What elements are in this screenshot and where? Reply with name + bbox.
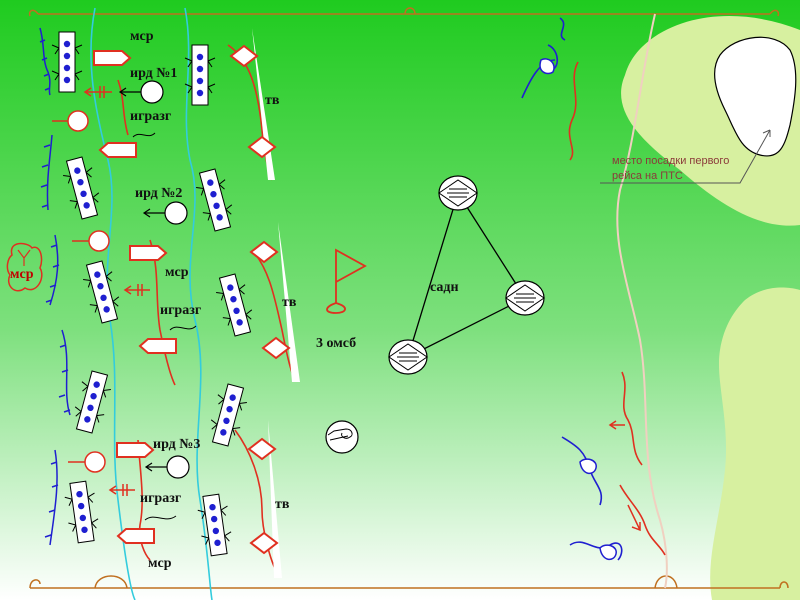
enemy-arrows-left — [83, 86, 150, 496]
tank-6 — [117, 528, 155, 544]
label-tv-1: тв — [265, 93, 280, 108]
enemy-cloud-mark — [17, 249, 31, 266]
island-bottom — [710, 287, 800, 600]
igrazg-mark-1 — [132, 132, 156, 138]
tank-3 — [129, 245, 167, 261]
note-line-1: место посадки первого — [612, 155, 729, 167]
label-msr-left: мср — [10, 267, 34, 282]
label-igrazg-1: игразг — [130, 109, 171, 124]
enemy-point-links — [52, 120, 89, 463]
tank-5 — [116, 442, 154, 458]
label-igrazg-2: игразг — [160, 303, 201, 318]
heli-triangle — [406, 191, 526, 359]
friendly-frontline — [39, 27, 71, 546]
helicopter-1 — [438, 175, 478, 211]
label-tv-2: тв — [282, 295, 297, 310]
label-msr-2: мср — [165, 265, 189, 280]
tank-4 — [139, 338, 177, 354]
flag-icon — [326, 248, 367, 314]
enemy-cloud — [6, 242, 43, 292]
border-right-dashed — [616, 13, 668, 589]
lake — [713, 36, 797, 157]
border-top-ticks — [28, 7, 780, 17]
label-ird2: ирд №2 — [135, 186, 182, 201]
label-msr-1: мср — [130, 29, 154, 44]
omsb-symbol — [325, 420, 359, 454]
border-bottom-ticks — [29, 575, 789, 589]
igrazg-mark-3 — [144, 515, 177, 521]
label-tv-3: тв — [275, 497, 290, 512]
label-igrazg-3: игразг — [140, 491, 181, 506]
label-ird3: ирд №3 — [153, 437, 200, 452]
label-omsb: 3 омсб — [316, 336, 356, 351]
note-arrowhead — [762, 129, 771, 137]
enemy-points — [67, 110, 110, 473]
recon-patrols — [118, 80, 190, 479]
helicopter-2 — [505, 280, 545, 316]
helicopter-3 — [388, 339, 428, 375]
tank-2 — [99, 142, 137, 158]
igrazg-mark-2 — [169, 325, 197, 331]
river-2 — [184, 7, 213, 600]
note-line-2: рейса на ПТС — [612, 170, 683, 182]
note-leader — [600, 129, 771, 184]
right-features — [521, 17, 666, 561]
label-sadn: садн — [430, 280, 459, 295]
tank-1 — [93, 50, 131, 66]
label-ird1: ирд №1 — [130, 66, 177, 81]
label-msr-3: мср — [148, 556, 172, 571]
